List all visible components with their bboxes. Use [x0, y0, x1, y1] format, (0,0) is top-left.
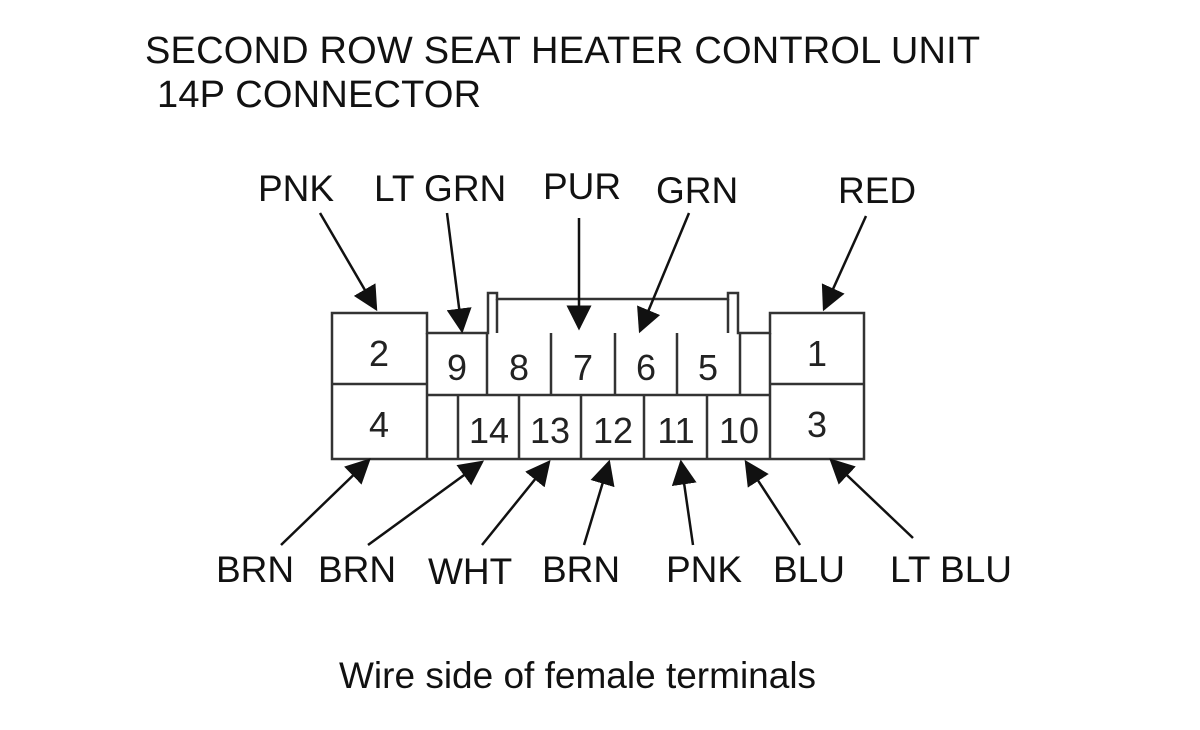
diagram-footer-note: Wire side of female terminals: [339, 655, 817, 696]
wire-label-pin10: BLU: [773, 549, 845, 590]
wire-label-pin2: PNK: [258, 168, 335, 209]
diagram-title-line1: SECOND ROW SEAT HEATER CONTROL UNIT: [145, 30, 981, 72]
wire-label-pin9: LT GRN: [374, 168, 507, 209]
arrow-pin12: [582, 459, 615, 546]
arrow-pin11: [671, 459, 697, 546]
arrow-pin13: [481, 460, 551, 546]
wire-label-pin6: GRN: [656, 170, 739, 211]
wire-label-pin14: BRN: [318, 549, 397, 590]
pin-4: 4: [369, 404, 389, 445]
pin-7: 7: [573, 347, 593, 388]
wire-label-pin1: RED: [838, 170, 917, 211]
arrow-pin10: [744, 459, 802, 546]
wire-label-pin13: WHT: [428, 551, 513, 592]
pin-14: 14: [469, 410, 509, 451]
pin-5: 5: [698, 347, 718, 388]
arrow-pin2: [318, 212, 378, 312]
pin-1: 1: [807, 333, 827, 374]
pin-13: 13: [530, 410, 570, 451]
pin-3: 3: [807, 404, 827, 445]
pin-11: 11: [657, 410, 694, 451]
wire-label-pin12: BRN: [542, 549, 621, 590]
arrow-pin1: [821, 215, 868, 312]
arrow-pin6: [637, 212, 691, 334]
wire-label-pin7: PUR: [543, 166, 622, 207]
wire-label-pin4: BRN: [216, 549, 295, 590]
arrow-pin14: [367, 460, 485, 547]
wire-label-pin11: PNK: [666, 549, 743, 590]
pin-10: 10: [719, 410, 759, 451]
diagram-title-line2: 14P CONNECTOR: [157, 74, 482, 116]
arrow-pin3: [829, 458, 914, 539]
pin-12: 12: [593, 410, 633, 451]
arrow-pin9: [445, 212, 472, 334]
pin-9: 9: [447, 347, 467, 388]
pin-2: 2: [369, 333, 389, 374]
wire-label-pin3: LT BLU: [890, 549, 1013, 590]
arrow-pin4: [280, 458, 371, 546]
pin-6: 6: [636, 347, 656, 388]
pin-8: 8: [509, 347, 529, 388]
